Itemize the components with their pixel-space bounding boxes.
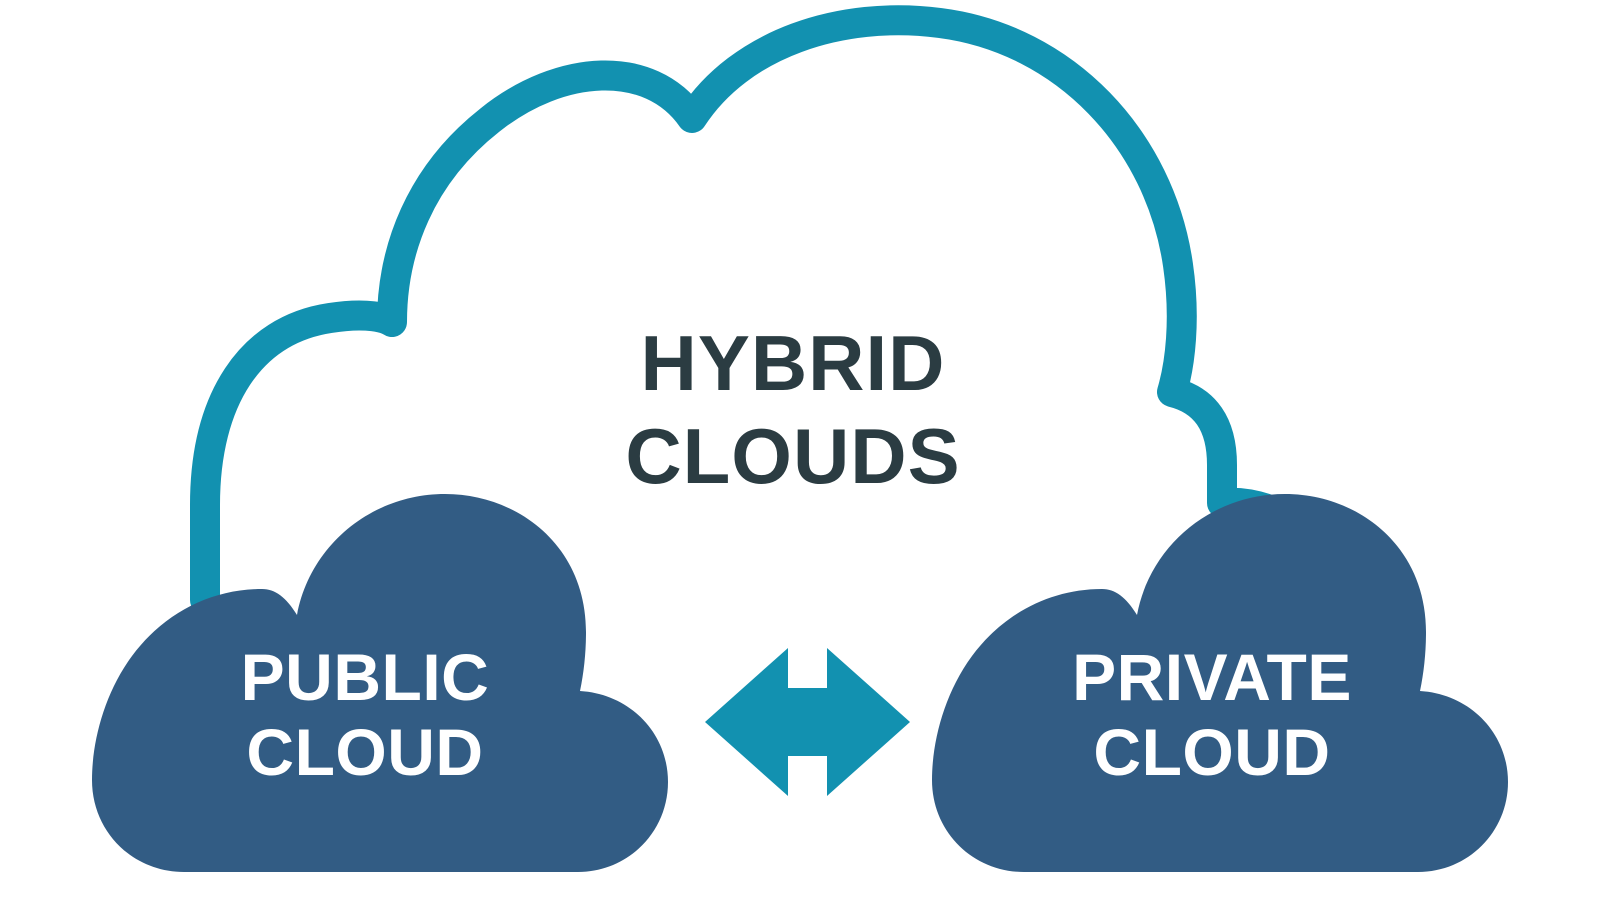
public-cloud-label-line1: PUBLIC: [241, 640, 490, 714]
private-cloud-label-line2: CLOUD: [1093, 715, 1330, 789]
double-headed-arrow-icon: [705, 648, 910, 796]
cloud-filled-icon: [932, 494, 1508, 872]
cloud-outline-icon: [190, 5, 1365, 615]
cloud-filled-icon: [92, 494, 668, 872]
hybrid-title-line2: CLOUDS: [625, 412, 960, 500]
private-cloud-label-line1: PRIVATE: [1072, 640, 1352, 714]
private-cloud-group[interactable]: PRIVATE CLOUD: [932, 494, 1508, 872]
hybrid-title-line1: HYBRID: [640, 319, 945, 407]
public-cloud-group[interactable]: PUBLIC CLOUD: [92, 494, 668, 872]
public-cloud-label-line2: CLOUD: [246, 715, 483, 789]
hybrid-cloud-outline-group: [190, 5, 1365, 615]
connector-group[interactable]: [705, 648, 910, 796]
hybrid-title-group: HYBRID CLOUDS: [625, 319, 960, 500]
